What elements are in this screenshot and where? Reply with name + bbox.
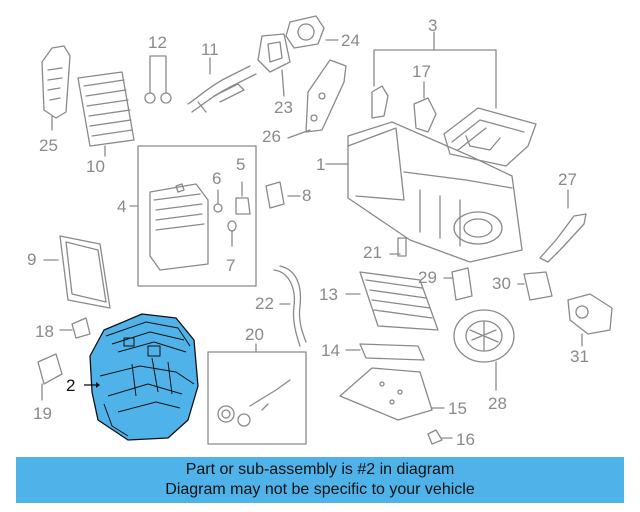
parts-diagram: [37, 15, 613, 445]
callout-14: 14: [321, 341, 340, 360]
part-2-highlighted-housing: [84, 313, 199, 441]
callout-25: 25: [39, 136, 58, 155]
callout-12: 12: [148, 33, 167, 52]
callout-3: 3: [428, 16, 438, 35]
part-14-seal: [345, 343, 425, 361]
callout-22: 22: [255, 294, 274, 313]
callout-8: 8: [302, 186, 312, 205]
part-10-heater-core: [77, 71, 135, 157]
callout-28: 28: [488, 394, 507, 413]
part-15-cover: [339, 367, 445, 421]
part-25-bracket: [41, 45, 71, 131]
callout-11: 11: [201, 40, 219, 59]
callout-19: 19: [33, 404, 52, 423]
part-8-grommet: [265, 181, 301, 209]
part-16-plug: [427, 429, 453, 445]
callout-20: 20: [245, 325, 264, 344]
part-19-sensor: [37, 353, 63, 401]
callout-27: 27: [558, 170, 577, 189]
callout-31: 31: [570, 347, 589, 366]
part-13-evaporator: [345, 271, 439, 331]
callout-5: 5: [236, 155, 246, 174]
part-11-pipes: [187, 57, 257, 113]
part-3-leader: [371, 31, 497, 119]
part-24-seal: [285, 15, 339, 49]
callout-6: 6: [212, 169, 222, 188]
callout-1: 1: [316, 155, 326, 174]
part-20-kit: [207, 343, 307, 445]
callout-26: 26: [262, 127, 281, 146]
part-28-blower: [453, 309, 515, 391]
part-17-bracket: [413, 81, 437, 133]
part-18-clip: [59, 317, 91, 339]
callout-7: 7: [226, 256, 236, 275]
callout-15: 15: [448, 399, 467, 418]
part-26-bracket: [287, 59, 347, 139]
part-9-filter: [43, 235, 111, 309]
banner-line-2: Diagram may not be specific to your vehi…: [165, 481, 475, 498]
callout-4: 4: [117, 197, 127, 216]
part-6-clip: [213, 189, 223, 213]
callout-23: 23: [274, 98, 293, 117]
part-5-sensor: [235, 181, 251, 215]
callout-16: 16: [456, 430, 475, 449]
part-7-oring: [227, 220, 237, 247]
part-1-hvac-housing: [325, 121, 523, 263]
callout-21: 21: [363, 243, 382, 262]
part-4-box: [129, 145, 257, 287]
part-12-o-rings: [144, 55, 172, 104]
part-3-housing-cover: [443, 107, 537, 167]
part-29-bracket: [443, 267, 473, 301]
part-21-bolt: [389, 237, 407, 257]
info-banner: Part or sub-assembly is #2 in diagram Di…: [16, 457, 624, 503]
part-31-actuator: [567, 293, 613, 347]
part-30-resistor: [517, 271, 553, 301]
callout-29: 29: [418, 268, 437, 287]
callout-18: 18: [35, 322, 54, 341]
callout-30: 30: [492, 274, 511, 293]
callout-9: 9: [27, 250, 37, 269]
callout-24: 24: [341, 31, 360, 50]
part-22-hose: [273, 265, 307, 347]
callout-10: 10: [86, 157, 105, 176]
part-23-gasket: [257, 33, 291, 97]
part-27-bracket: [539, 189, 587, 263]
callout-17: 17: [412, 62, 431, 81]
callout-2-highlighted: 2: [66, 376, 76, 395]
banner-line-1: Part or sub-assembly is #2 in diagram: [185, 461, 455, 478]
callout-13: 13: [319, 285, 338, 304]
